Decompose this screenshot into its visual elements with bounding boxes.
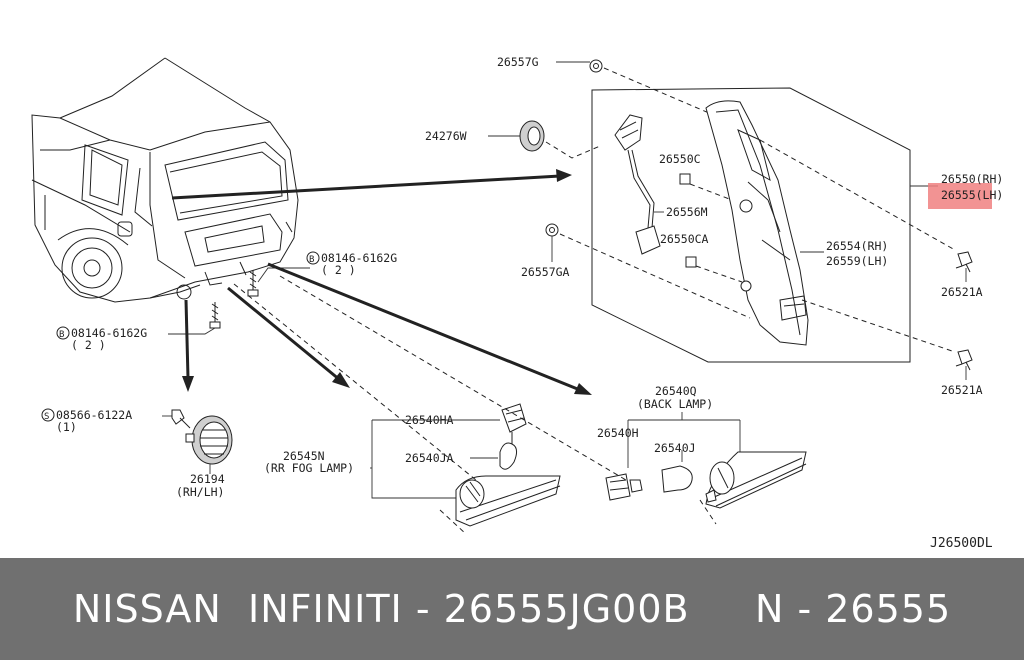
label-screw-code: 08566-6122A: [56, 408, 132, 422]
socket-harness-26556M: [614, 114, 664, 255]
back-lamp-group: [279, 275, 807, 525]
label-26557GA: 26557GA: [521, 265, 570, 279]
screw-26521A-top: [955, 251, 973, 282]
reflector-26194: [162, 409, 233, 474]
label-bolt-right-code: 08146-6162G: [321, 251, 397, 265]
diagram-code: J26500DL: [930, 536, 993, 551]
bolt-marker-left-letter: B: [59, 330, 64, 340]
label-26550C: 26550C: [659, 152, 701, 166]
exploded-parts-diagram: 26557G 24276W 26550C 26556M 26550CA 2655…: [31, 55, 1004, 551]
bumper-bolt-right: [247, 267, 310, 297]
lamp-assembly-box: [591, 87, 911, 363]
label-bolt-left-code: 08146-6162G: [71, 326, 147, 340]
part-number-banner: NISSAN INFINITI - 26555JG00B N - 26555: [0, 558, 1024, 660]
label-26557G: 26557G: [497, 55, 539, 69]
label-26521A-top: 26521A: [941, 285, 983, 299]
label-26540H: 26540H: [597, 426, 639, 440]
label-26545N: 26545N: [283, 449, 325, 463]
label-26550-rh: 26550(RH): [941, 172, 1003, 186]
part-labels: 26557G 24276W 26550C 26556M 26550CA 2655…: [41, 55, 1003, 551]
bolt-marker-left: [56, 326, 70, 340]
highlighted-part-box: [928, 183, 992, 209]
label-26194-side: (RH/LH): [176, 485, 224, 499]
part-number-text: NISSAN INFINITI - 26555JG00B N - 26555: [72, 587, 952, 631]
bolt-marker-right-letter: B: [309, 255, 314, 265]
diagram-canvas: 26557G 24276W 26550C 26556M 26550CA 2655…: [31, 55, 1003, 551]
screw-marker: [41, 408, 55, 422]
vehicle-rear-drawing: [31, 57, 299, 303]
rear-combination-lamp: [705, 100, 956, 353]
label-26521A-bottom: 26521A: [941, 383, 983, 397]
label-bolt-left-qty: ( 2 ): [71, 338, 106, 352]
label-26559-lh: 26559(LH): [826, 254, 888, 268]
label-26550CA: 26550CA: [660, 232, 709, 246]
bulb-26550CA: [685, 256, 743, 283]
label-26540HA: 26540HA: [405, 413, 454, 427]
label-24276W: 24276W: [425, 129, 467, 143]
fog-lamp-group: [233, 283, 561, 535]
label-26554-rh: 26554(RH): [826, 239, 888, 253]
label-26556M: 26556M: [666, 205, 708, 219]
label-26540Q: 26540Q: [655, 384, 697, 398]
label-back-lamp: (BACK LAMP): [637, 397, 713, 411]
label-screw-qty: (1): [56, 420, 77, 434]
label-fog-lamp: (RR FOG LAMP): [264, 461, 354, 475]
label-26555-lh: 26555(LH): [941, 188, 1003, 202]
screw-26521A-bottom: [955, 349, 973, 380]
label-26540JA: 26540JA: [405, 451, 454, 465]
label-26540J: 26540J: [654, 441, 696, 455]
label-26194: 26194: [190, 472, 225, 486]
screw-marker-letter: S: [44, 412, 49, 422]
clip-26557GA: [545, 223, 751, 319]
grommet-24276W: [488, 120, 601, 159]
bumper-bolt-left: [168, 302, 221, 335]
bolt-marker-right: [306, 251, 320, 265]
label-bolt-right-qty: ( 2 ): [321, 263, 356, 277]
clip-26557G: [556, 59, 731, 123]
assembly-arrows: [171, 169, 592, 395]
